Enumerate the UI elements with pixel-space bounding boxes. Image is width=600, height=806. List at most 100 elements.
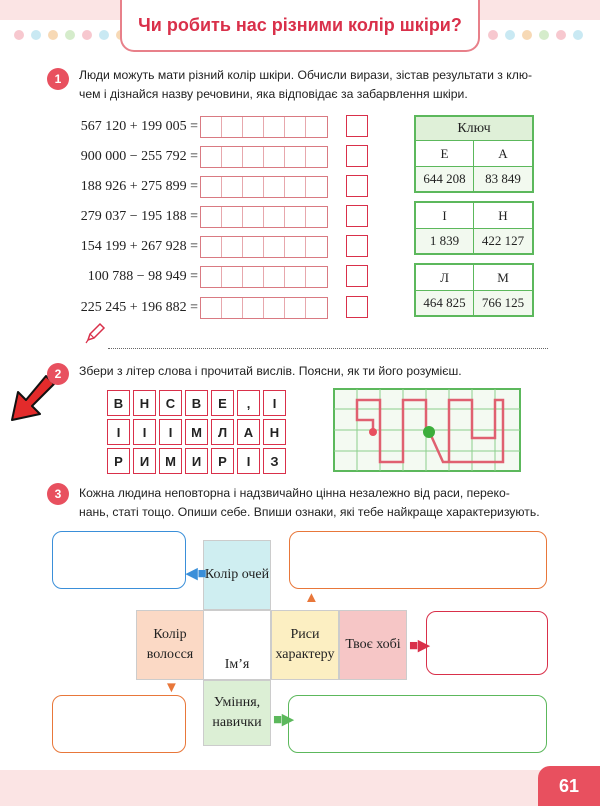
answer-digit-cell[interactable] — [285, 267, 306, 287]
traits-cell: Риси характеру — [271, 610, 339, 680]
answer-digit-cell[interactable] — [264, 237, 285, 257]
key-number: 766 125 — [474, 291, 532, 315]
answer-digit-cell[interactable] — [306, 267, 327, 287]
answer-digit-cell[interactable] — [243, 207, 264, 227]
answer-digit-cell[interactable] — [306, 298, 327, 318]
answer-digit-cell[interactable] — [201, 117, 222, 137]
expression-row: 567 120 + 199 005 = — [60, 115, 328, 139]
answer-digit-cell[interactable] — [264, 177, 285, 197]
expression-text: 900 000 − 255 792 = — [80, 149, 198, 164]
letter-answer-box[interactable] — [346, 175, 368, 197]
answer-digit-cell[interactable] — [201, 267, 222, 287]
expression-text: 567 120 + 199 005 = — [80, 119, 198, 134]
task-1-text-line1: Люди можуть мати різний колір шкіри. Обч… — [79, 68, 533, 82]
answer-cells[interactable] — [200, 146, 328, 168]
answer-cells[interactable] — [200, 116, 328, 138]
answer-digit-cell[interactable] — [222, 117, 243, 137]
answer-digit-cell[interactable] — [306, 117, 327, 137]
hobby-cell: Твоє хобі — [339, 610, 407, 680]
traits-answer-box[interactable] — [289, 531, 547, 589]
answer-cells[interactable] — [200, 236, 328, 258]
answer-digit-cell[interactable] — [222, 237, 243, 257]
answer-digit-cell[interactable] — [201, 177, 222, 197]
answer-digit-cell[interactable] — [264, 207, 285, 227]
answer-digit-cell[interactable] — [264, 267, 285, 287]
letter-answer-box[interactable] — [346, 205, 368, 227]
letter-cell: И — [185, 448, 208, 474]
answer-digit-cell[interactable] — [285, 237, 306, 257]
answer-digit-cell[interactable] — [201, 237, 222, 257]
decor-dots-right — [488, 30, 583, 40]
answer-digit-cell[interactable] — [285, 147, 306, 167]
answer-digit-cell[interactable] — [306, 147, 327, 167]
key-letter: А — [474, 141, 532, 167]
answer-digit-cell[interactable] — [222, 147, 243, 167]
answer-cells[interactable] — [200, 176, 328, 198]
skills-answer-box[interactable] — [288, 695, 547, 753]
expression-row: 900 000 − 255 792 = — [60, 145, 328, 169]
letter-cell: И — [133, 448, 156, 474]
expression-row: 188 926 + 275 899 = — [60, 175, 328, 199]
letter-answer-box[interactable] — [346, 145, 368, 167]
answer-digit-cell[interactable] — [243, 117, 264, 137]
name-cell[interactable]: Ім’я — [203, 610, 271, 680]
answer-digit-cell[interactable] — [243, 147, 264, 167]
letter-cell: Н — [263, 419, 286, 445]
arrow-right-icon: ■▶ — [409, 637, 430, 654]
letter-answer-box[interactable] — [346, 115, 368, 137]
letter-cell: В — [185, 390, 208, 416]
letter-cell: М — [159, 448, 182, 474]
answer-cells[interactable] — [200, 297, 328, 319]
answer-digit-cell[interactable] — [264, 117, 285, 137]
answer-digit-cell[interactable] — [222, 177, 243, 197]
answer-cells[interactable] — [200, 206, 328, 228]
answer-digit-cell[interactable] — [264, 147, 285, 167]
answer-digit-cell[interactable] — [222, 267, 243, 287]
key-number: 644 208 — [416, 167, 474, 191]
task-3-text-line2: нань, статі тощо. Опиши себе. Впиши озна… — [79, 505, 540, 519]
expression-text: 225 245 + 196 882 = — [80, 300, 198, 315]
answer-cells[interactable] — [200, 266, 328, 288]
answer-digit-cell[interactable] — [201, 147, 222, 167]
letter-answer-box[interactable] — [346, 235, 368, 257]
eye-color-answer-box[interactable] — [52, 531, 186, 589]
answer-digit-cell[interactable] — [243, 237, 264, 257]
key-number: 83 849 — [474, 167, 532, 191]
task-1-number: 1 — [47, 68, 69, 90]
task-2-text: Збери з літер слова і прочитай вислів. П… — [79, 364, 462, 378]
key-letter: І — [416, 203, 474, 229]
letter-cell: І — [133, 419, 156, 445]
answer-digit-cell[interactable] — [201, 298, 222, 318]
answer-digit-cell[interactable] — [243, 267, 264, 287]
letter-cell: Н — [133, 390, 156, 416]
footer-band — [0, 770, 600, 806]
expression-row: 225 245 + 196 882 = — [60, 296, 328, 320]
answer-digit-cell[interactable] — [285, 207, 306, 227]
skills-cell: Уміння, навички — [203, 680, 271, 746]
arrow-right-green-icon: ■▶ — [273, 711, 294, 728]
expression-text: 279 037 − 195 188 = — [80, 209, 198, 224]
answer-digit-cell[interactable] — [306, 207, 327, 227]
key-letter: Л — [416, 265, 474, 291]
answer-digit-cell[interactable] — [201, 207, 222, 227]
answer-digit-cell[interactable] — [222, 207, 243, 227]
answer-digit-cell[interactable] — [285, 177, 306, 197]
hair-color-cell: Колір волосся — [136, 610, 204, 680]
expression-text: 100 788 − 98 949 = — [87, 269, 198, 284]
hobby-answer-box[interactable] — [426, 611, 548, 675]
answer-digit-cell[interactable] — [243, 298, 264, 318]
answer-digit-cell[interactable] — [285, 117, 306, 137]
expression-row: 100 788 − 98 949 = — [60, 265, 328, 289]
answer-digit-cell[interactable] — [306, 237, 327, 257]
answer-digit-cell[interactable] — [285, 298, 306, 318]
answer-digit-cell[interactable] — [264, 298, 285, 318]
letter-answer-box[interactable] — [346, 265, 368, 287]
answer-digit-cell[interactable] — [222, 298, 243, 318]
answer-digit-cell[interactable] — [306, 177, 327, 197]
hair-color-answer-box[interactable] — [52, 695, 186, 753]
letter-answer-box[interactable] — [346, 296, 368, 318]
answer-digit-cell[interactable] — [243, 177, 264, 197]
